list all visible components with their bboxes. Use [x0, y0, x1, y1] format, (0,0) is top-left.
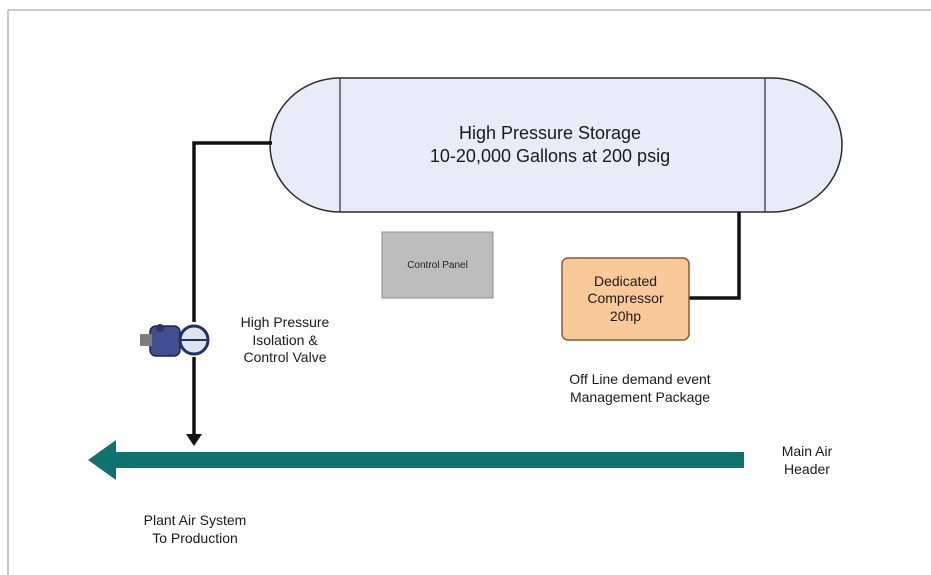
header-arrow-shaft: [112, 452, 744, 468]
valve-line1: High Pressure: [240, 314, 330, 330]
package-line2: Management Package: [569, 388, 711, 405]
valve-line3: Control Valve: [243, 349, 327, 365]
main-header-line1: Main Air: [781, 443, 833, 459]
main-header-label: Main Air Header: [748, 443, 866, 478]
tank-outlet-pipe: [192, 141, 272, 322]
tank-label: High Pressure Storage 10-20,000 Gallons …: [330, 122, 770, 167]
control-panel-box: [381, 231, 494, 299]
compressor-line3: 20hp: [609, 307, 642, 324]
compressor-line2: Compressor: [587, 290, 664, 307]
valve-line2: Isolation &: [252, 331, 318, 348]
valve-bolt: [156, 324, 164, 332]
compressor-box: [561, 257, 690, 341]
valve-actuator: [149, 325, 181, 357]
compressor-label: Dedicated Compressor 20hp: [562, 258, 689, 340]
plant-system-label: Plant Air System To Production: [100, 512, 290, 547]
package-label: Off Line demand event Management Package: [535, 371, 745, 406]
tank-capacity: 10-20,000 Gallons at 200 psig: [429, 145, 671, 166]
compressor-line1: Dedicated: [593, 272, 658, 289]
control-valve-icon: [140, 324, 210, 357]
package-line1: Off Line demand event: [569, 371, 711, 387]
tank-body: [269, 77, 843, 213]
valve-handle: [140, 334, 152, 346]
down-arrowhead: [186, 434, 202, 446]
storage-tank: [269, 77, 843, 213]
plant-line2: To Production: [152, 529, 238, 546]
valve-label: High Pressure Isolation & Control Valve: [200, 314, 370, 367]
main-header-line2: Header: [784, 460, 830, 477]
control-panel-label: Control Panel: [407, 259, 468, 271]
plant-line1: Plant Air System: [143, 512, 247, 528]
tank-title: High Pressure Storage: [458, 123, 642, 143]
compressor-pipe: [689, 212, 741, 300]
header-arrowhead: [88, 440, 116, 480]
